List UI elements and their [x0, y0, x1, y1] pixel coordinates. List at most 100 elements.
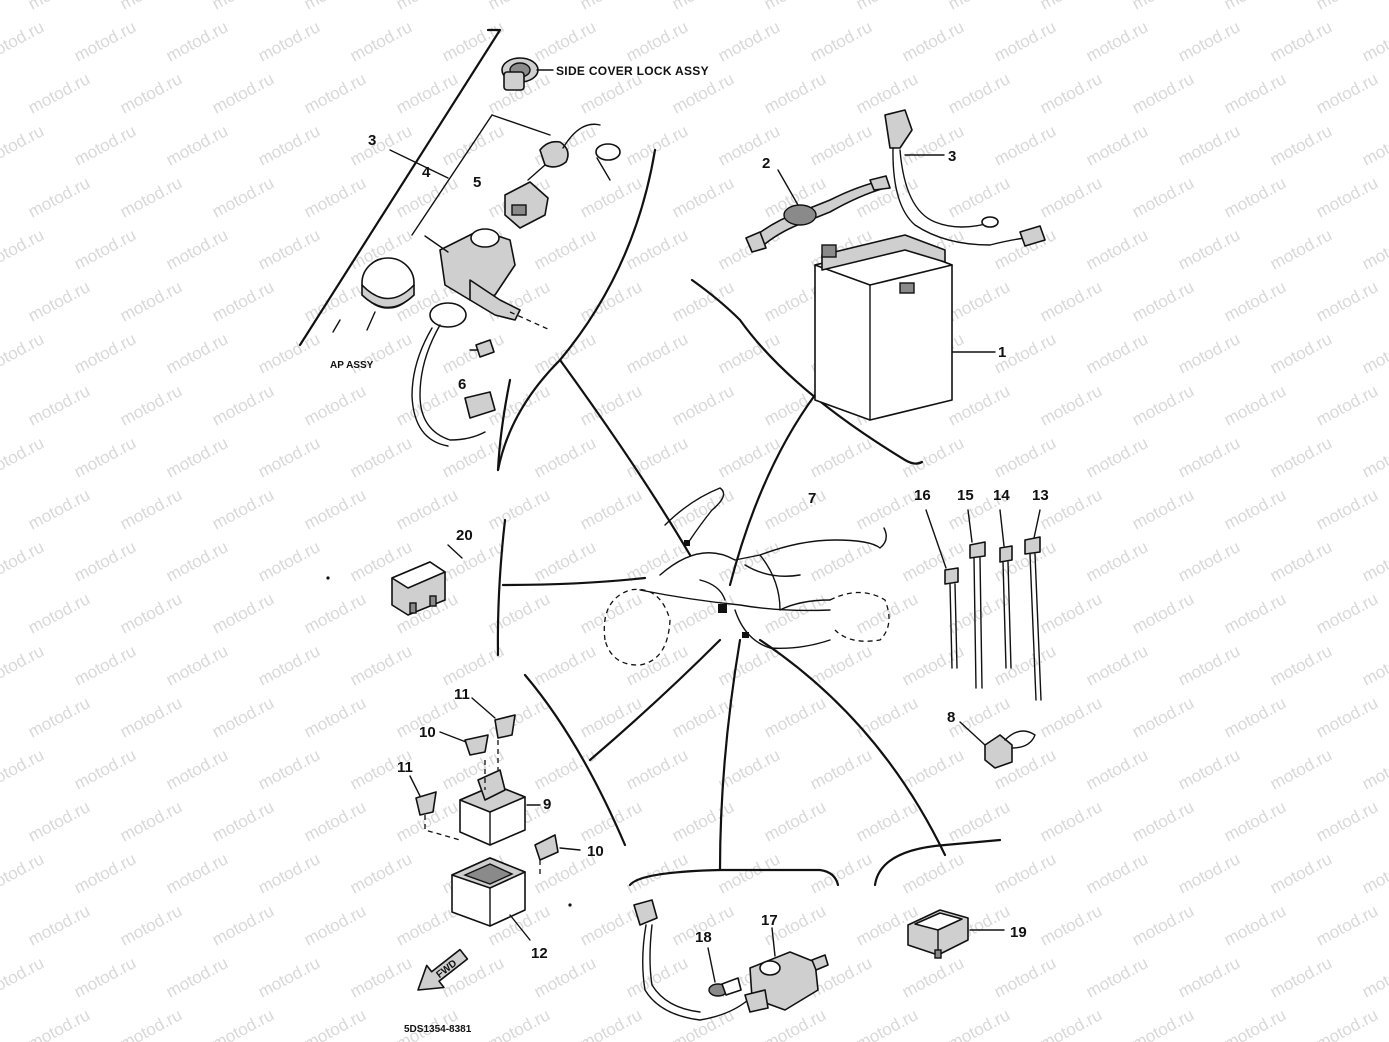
callout-16: 16 — [914, 487, 931, 504]
watermark-text: motod.ru — [1313, 589, 1381, 637]
watermark-text: motod.ru — [117, 381, 185, 429]
watermark-text: motod.ru — [1037, 693, 1105, 741]
watermark-text: motod.ru — [301, 901, 369, 949]
watermark-text: motod.ru — [1129, 69, 1197, 117]
callout-18: 18 — [695, 929, 712, 946]
relay-20 — [391, 544, 463, 616]
watermark-text: motod.ru — [991, 121, 1059, 169]
watermark-text: motod.ru — [117, 693, 185, 741]
watermark-text: motod.ru — [255, 849, 323, 897]
watermark-text: motod.ru — [715, 433, 783, 481]
watermark-text: motod.ru — [1359, 17, 1389, 65]
watermark-text: motod.ru — [1129, 901, 1197, 949]
watermark-text: motod.ru — [1313, 797, 1381, 845]
switch-17-group — [633, 899, 829, 1021]
watermark-text: motod.ru — [209, 381, 277, 429]
watermark-text: motod.ru — [25, 277, 93, 325]
watermark-text: motod.ru — [1359, 433, 1389, 481]
callout-4: 4 — [422, 164, 431, 181]
watermark-text: motod.ru — [1037, 901, 1105, 949]
watermark-text: motod.ru — [1037, 797, 1105, 845]
watermark-text: motod.ru — [209, 69, 277, 117]
watermark-text: motod.ru — [1221, 381, 1289, 429]
watermark-text: motod.ru — [0, 641, 47, 689]
watermark-text: motod.ru — [1221, 173, 1289, 221]
watermark-text: motod.ru — [853, 1005, 921, 1042]
watermark-text: motod.ru — [1083, 953, 1151, 1001]
watermark-text: motod.ru — [347, 953, 415, 1001]
watermark-text: motod.ru — [209, 693, 277, 741]
watermark-text: motod.ru — [117, 173, 185, 221]
watermark-text: motod.ru — [531, 537, 599, 585]
watermark-text: motod.ru — [1359, 537, 1389, 585]
watermark-text: motod.ru — [945, 381, 1013, 429]
watermark-text: motod.ru — [1313, 1005, 1381, 1042]
watermark-text: motod.ru — [0, 745, 47, 793]
callout-19: 19 — [1010, 924, 1027, 941]
watermark-text: motod.ru — [577, 693, 645, 741]
watermark-text: motod.ru — [255, 121, 323, 169]
watermark-text: motod.ru — [1313, 277, 1381, 325]
watermark-text: motod.ru — [439, 17, 507, 65]
watermark-text: motod.ru — [669, 485, 737, 533]
watermark-text: motod.ru — [163, 433, 231, 481]
watermark-text: motod.ru — [853, 69, 921, 117]
watermark-text: motod.ru — [0, 693, 1, 741]
watermark-text: motod.ru — [531, 17, 599, 65]
watermark-text: motod.ru — [0, 225, 47, 273]
watermark-text: motod.ru — [163, 17, 231, 65]
callout-14: 14 — [993, 487, 1010, 504]
callout-3-main-switch: 3 — [368, 132, 376, 149]
watermark-text: motod.ru — [0, 537, 47, 585]
watermark-text: motod.ru — [623, 329, 691, 377]
watermark-text: motod.ru — [899, 953, 967, 1001]
watermark-text: motod.ru — [255, 537, 323, 585]
watermark-text: motod.ru — [71, 433, 139, 481]
callout-13: 13 — [1032, 487, 1049, 504]
watermark-text: motod.ru — [991, 433, 1059, 481]
watermark-text: motod.ru — [899, 17, 967, 65]
watermark-text: motod.ru — [0, 121, 47, 169]
watermark-text: motod.ru — [669, 797, 737, 845]
watermark-text: motod.ru — [301, 589, 369, 637]
watermark-text: motod.ru — [209, 901, 277, 949]
watermark-text: motod.ru — [531, 225, 599, 273]
watermark-text: motod.ru — [71, 745, 139, 793]
watermark-text: motod.ru — [945, 1005, 1013, 1042]
watermark-text: motod.ru — [0, 589, 1, 637]
watermark-text: motod.ru — [991, 849, 1059, 897]
watermark-text: motod.ru — [853, 589, 921, 637]
watermark-text: motod.ru — [301, 1005, 369, 1042]
watermark-text: motod.ru — [209, 797, 277, 845]
watermark-text: motod.ru — [761, 0, 829, 14]
watermark-text: motod.ru — [255, 17, 323, 65]
watermark-text: motod.ru — [761, 485, 829, 533]
watermark-text: motod.ru — [393, 69, 461, 117]
battery-group — [745, 109, 1046, 421]
watermark-text: motod.ru — [577, 485, 645, 533]
watermark-text: motod.ru — [669, 0, 737, 14]
watermark-text: motod.ru — [577, 1005, 645, 1042]
watermark-text: motod.ru — [71, 849, 139, 897]
watermark-text: motod.ru — [1267, 225, 1335, 273]
watermark-text: motod.ru — [1083, 433, 1151, 481]
watermark-text: motod.ru — [209, 173, 277, 221]
watermark-text: motod.ru — [577, 381, 645, 429]
watermark-text: motod.ru — [163, 745, 231, 793]
callout-7: 7 — [808, 490, 816, 507]
watermark-text: motod.ru — [255, 329, 323, 377]
watermark-text: motod.ru — [669, 173, 737, 221]
watermark-text: motod.ru — [669, 1005, 737, 1042]
watermark-text: motod.ru — [1129, 485, 1197, 533]
watermark-text: motod.ru — [1129, 381, 1197, 429]
cap-assy-label: AP ASSY — [330, 360, 374, 371]
watermark-text: motod.ru — [1359, 953, 1389, 1001]
watermark-text: motod.ru — [577, 0, 645, 14]
watermark-text: motod.ru — [623, 121, 691, 169]
watermark-text: motod.ru — [255, 745, 323, 793]
watermark-text: motod.ru — [1359, 329, 1389, 377]
watermark-text: motod.ru — [945, 797, 1013, 845]
watermark-text: motod.ru — [485, 381, 553, 429]
watermark-text: motod.ru — [1175, 537, 1243, 585]
